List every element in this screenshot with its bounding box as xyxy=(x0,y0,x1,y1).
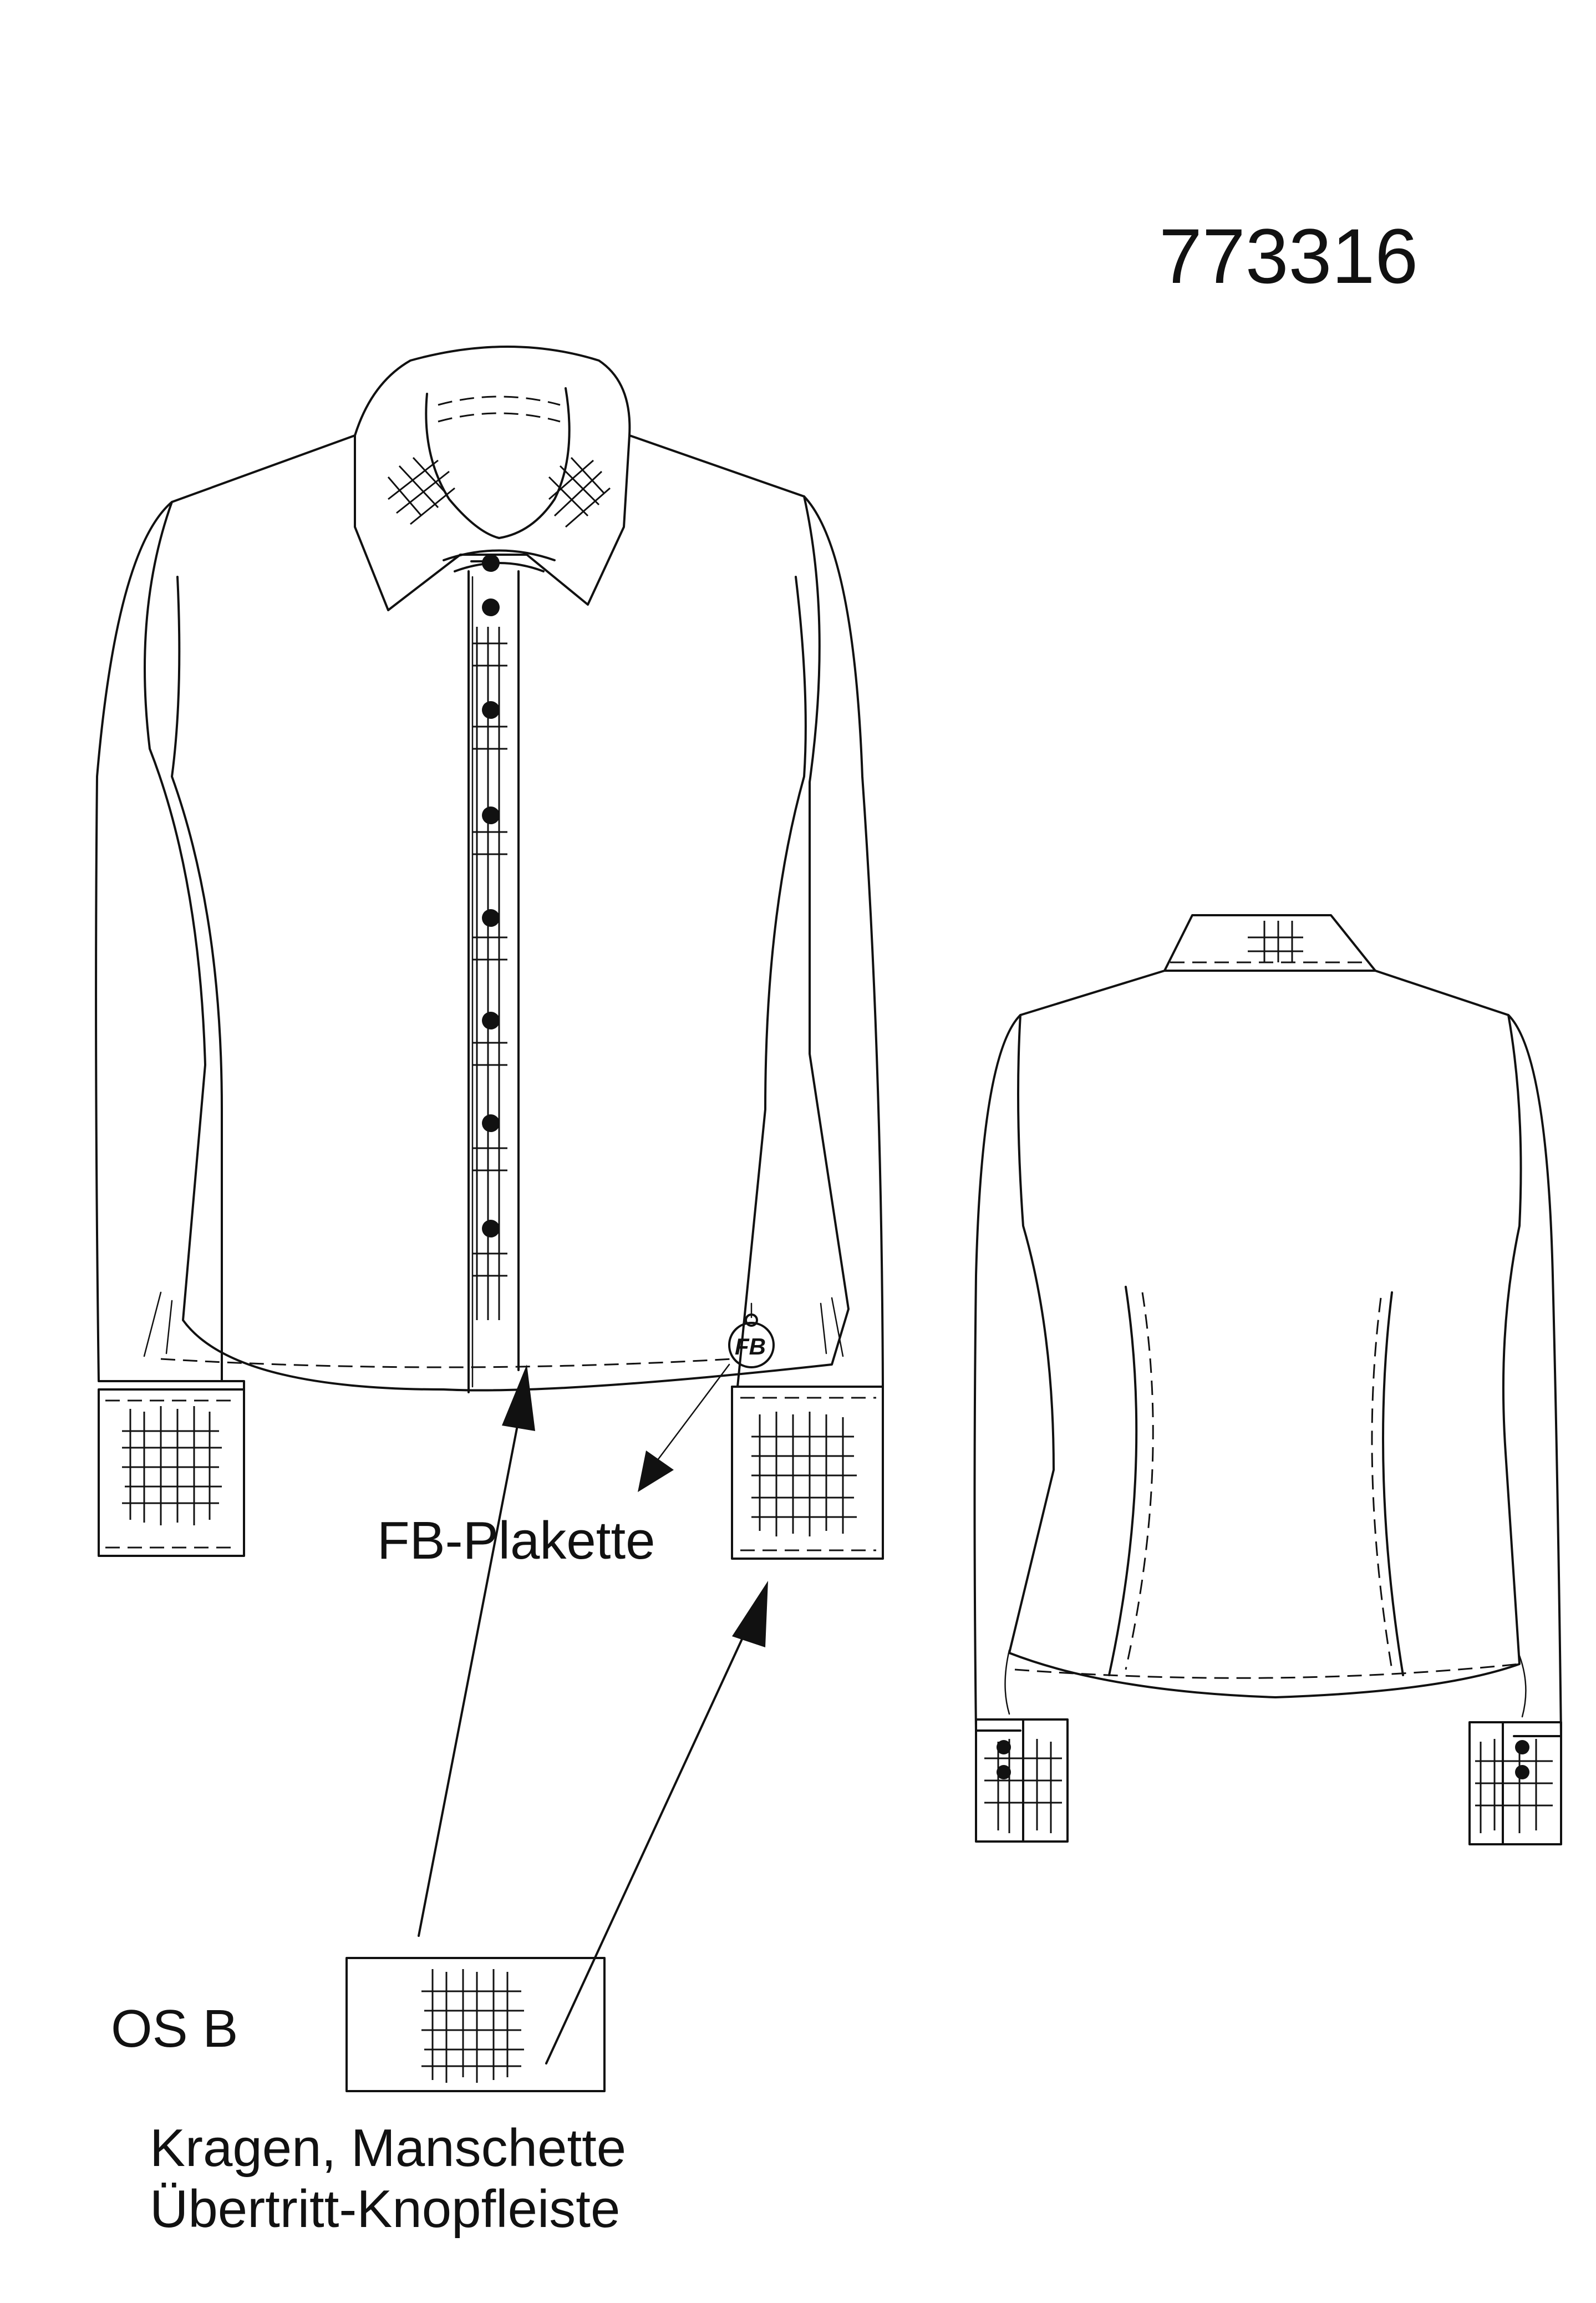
fb-logo: FB xyxy=(735,1333,766,1360)
front-placket xyxy=(467,570,520,1393)
placket-arrowhead xyxy=(502,1364,535,1431)
fb-plakette-label: FB-Plakette xyxy=(377,1511,655,1570)
cuff-button xyxy=(997,1765,1011,1779)
usage-line-2: Übertritt-Knopfleiste xyxy=(150,2179,620,2239)
usage-line-1: Kragen, Manschette xyxy=(150,2118,626,2178)
front-body-outline xyxy=(144,434,850,1392)
back-darts xyxy=(1108,1286,1404,1676)
back-collar-checkpattern xyxy=(1248,921,1303,962)
cuff-pointer-line xyxy=(545,1630,747,2064)
cuff-button xyxy=(1515,1740,1529,1754)
back-left-cuff xyxy=(975,1718,1069,1843)
button xyxy=(482,1012,500,1029)
material-code: OS B xyxy=(111,1999,238,2058)
fb-plakette-badge: FB xyxy=(728,1302,775,1368)
cuff-arrowhead xyxy=(732,1581,768,1647)
right-side-vent xyxy=(820,1297,844,1357)
button xyxy=(482,701,500,719)
cuff-button xyxy=(997,1740,1011,1754)
back-dart-stitching xyxy=(1125,1292,1393,1670)
plakette-arrowhead xyxy=(638,1450,674,1492)
cuff-button xyxy=(1515,1765,1529,1779)
back-hem-stitching xyxy=(1014,1663,1520,1679)
front-view: FB xyxy=(95,346,884,1560)
button xyxy=(482,1114,500,1132)
left-side-vent xyxy=(143,1291,173,1357)
front-left-armhole xyxy=(171,576,223,1382)
collar-neckline xyxy=(425,387,571,539)
swatch-checkpattern xyxy=(421,1969,524,2083)
left-collar-checkpattern xyxy=(387,456,455,525)
plakette-leader-line xyxy=(653,1363,730,1465)
back-body-outline xyxy=(1008,970,1522,1698)
button xyxy=(482,1220,500,1237)
front-buttons xyxy=(470,554,500,1237)
front-collar xyxy=(354,346,631,611)
front-right-sleeve xyxy=(731,495,884,1388)
back-right-sleeve xyxy=(1507,1014,1562,1737)
button xyxy=(482,909,500,927)
back-view xyxy=(973,914,1562,1845)
back-collar xyxy=(1163,914,1376,972)
style-number: 773316 xyxy=(1159,212,1418,300)
left-cuff-checkpattern xyxy=(122,1406,222,1525)
button xyxy=(482,554,500,572)
placket-pointer-line xyxy=(418,1419,520,1937)
front-left-cuff xyxy=(98,1388,245,1557)
back-right-cuff xyxy=(1468,1721,1562,1845)
front-left-sleeve xyxy=(95,501,245,1391)
front-right-cuff xyxy=(731,1386,884,1560)
front-right-armhole xyxy=(736,576,807,1388)
fabric-swatch xyxy=(345,1957,606,2092)
back-left-sleeve xyxy=(973,1014,1021,1732)
button xyxy=(482,598,500,616)
back-sleeve-vents xyxy=(1004,1649,1527,1718)
placket-checkpattern xyxy=(472,627,507,1320)
right-collar-checkpattern xyxy=(548,456,611,528)
collar-stand-stitching xyxy=(438,395,561,423)
right-cuff-checkpattern xyxy=(751,1412,857,1536)
button xyxy=(482,806,500,824)
